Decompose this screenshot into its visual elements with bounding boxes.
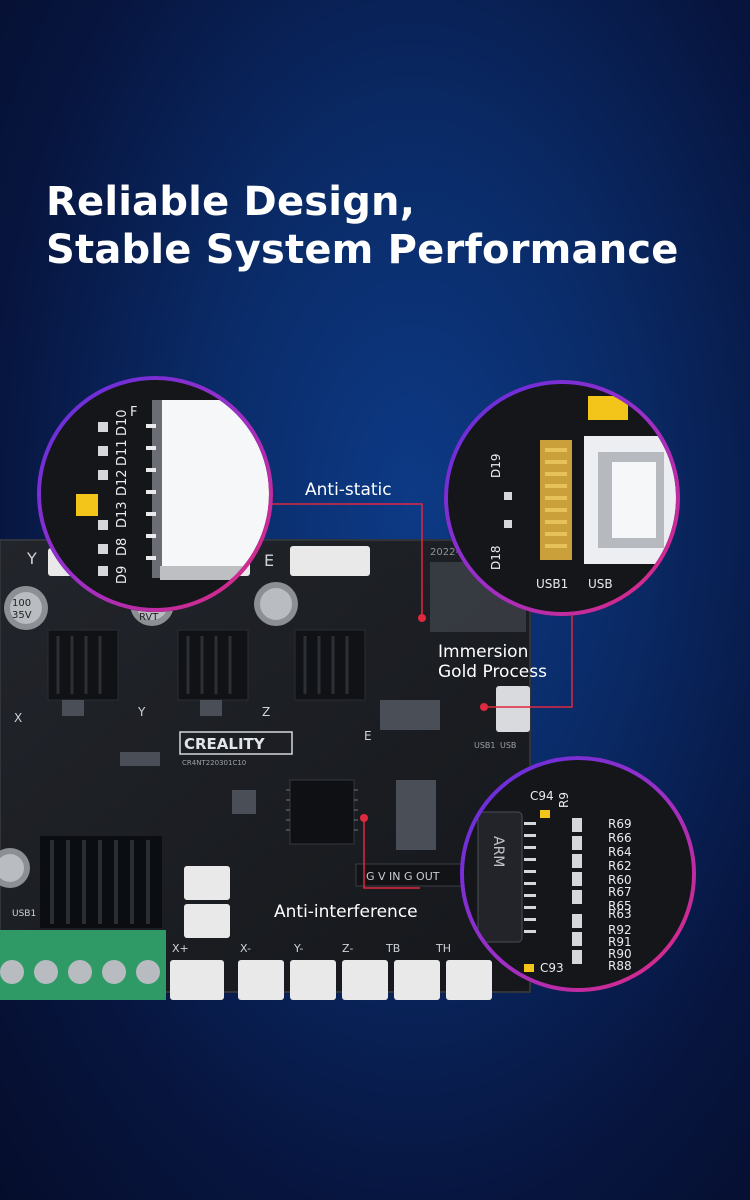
- svg-text:D19: D19: [489, 453, 503, 478]
- immersion-gold-label: Immersion Gold Process: [438, 642, 578, 682]
- svg-text:R92: R92: [608, 923, 632, 937]
- label-fan1: USB1: [12, 909, 36, 919]
- svg-text:D18: D18: [489, 545, 503, 570]
- header-pins: G V IN G OUT: [366, 870, 440, 883]
- pcb-board: Y E 2022-08-01 100 35V 35V RVT X Y Z: [0, 539, 531, 1000]
- svg-text:R62: R62: [608, 859, 632, 873]
- svg-text:R90: R90: [608, 947, 632, 961]
- svg-text:D8: D8: [115, 538, 130, 556]
- zoom-immersion-gold: D19 D18 USB1 USB: [444, 380, 680, 616]
- svg-text:R66: R66: [608, 831, 632, 845]
- svg-text:Y: Y: [137, 705, 146, 719]
- svg-text:X-: X-: [240, 942, 251, 955]
- label-e: E: [264, 551, 274, 570]
- creality-logo: CREALITY: [184, 735, 266, 753]
- label-z: Z: [262, 705, 270, 719]
- svg-text:R65: R65: [608, 899, 632, 913]
- svg-text:USB1: USB1: [474, 741, 496, 750]
- svg-text:R64: R64: [608, 845, 632, 859]
- svg-text:R69: R69: [608, 817, 632, 831]
- immersion-gold-line-1: Immersion: [438, 642, 529, 662]
- svg-text:D11: D11: [115, 439, 130, 466]
- svg-text:100: 100: [12, 598, 31, 609]
- svg-text:X+: X+: [172, 942, 189, 955]
- svg-text:TB: TB: [385, 942, 400, 955]
- anti-static-dot: [418, 614, 426, 622]
- svg-text:R91: R91: [608, 935, 632, 949]
- svg-text:D12: D12: [115, 469, 130, 496]
- svg-text:D13: D13: [115, 501, 130, 528]
- svg-text:RVT: RVT: [139, 612, 159, 623]
- svg-text:C94: C94: [530, 789, 554, 803]
- svg-text:R60: R60: [608, 873, 632, 887]
- anti-interference-label: Anti-interference: [274, 902, 418, 922]
- svg-text:USB: USB: [588, 577, 613, 591]
- svg-text:USB1: USB1: [536, 577, 568, 591]
- svg-text:R67: R67: [608, 885, 632, 899]
- gold-process-dot: [480, 703, 488, 711]
- svg-text:R9: R9: [557, 792, 571, 808]
- svg-text:D10: D10: [115, 409, 130, 436]
- headline-line-1: Reliable Design,: [46, 179, 416, 225]
- headline: Reliable Design, Stable System Performan…: [46, 178, 679, 274]
- anti-interference-dot: [360, 814, 368, 822]
- svg-text:R88: R88: [608, 959, 632, 973]
- svg-text:TH: TH: [435, 942, 451, 955]
- headline-line-2: Stable System Performance: [46, 227, 679, 273]
- svg-text:Z-: Z-: [342, 942, 353, 955]
- anti-static-label: Anti-static: [305, 480, 392, 500]
- part-number: CR4NT220301C10: [182, 759, 246, 767]
- zoom-anti-interference: ARM C94 C93 R9 R69 R66: [460, 756, 696, 992]
- label-x: X: [14, 711, 22, 725]
- svg-text:R63: R63: [608, 907, 632, 921]
- leader-lines: [268, 503, 573, 889]
- arm-chip-label: ARM: [490, 836, 506, 867]
- svg-text:Y-: Y-: [293, 942, 303, 955]
- svg-text:F: F: [130, 405, 137, 420]
- label-y: Y: [26, 549, 37, 568]
- svg-text:E: E: [364, 729, 372, 743]
- svg-text:D9: D9: [115, 566, 130, 584]
- svg-text:C93: C93: [540, 961, 564, 975]
- immersion-gold-line-2: Gold Process: [438, 662, 547, 682]
- svg-text:35V: 35V: [12, 610, 32, 621]
- zoom-anti-static: D9 D8 D13 D12 D11 D10 F: [37, 376, 273, 612]
- svg-text:USB: USB: [500, 741, 516, 750]
